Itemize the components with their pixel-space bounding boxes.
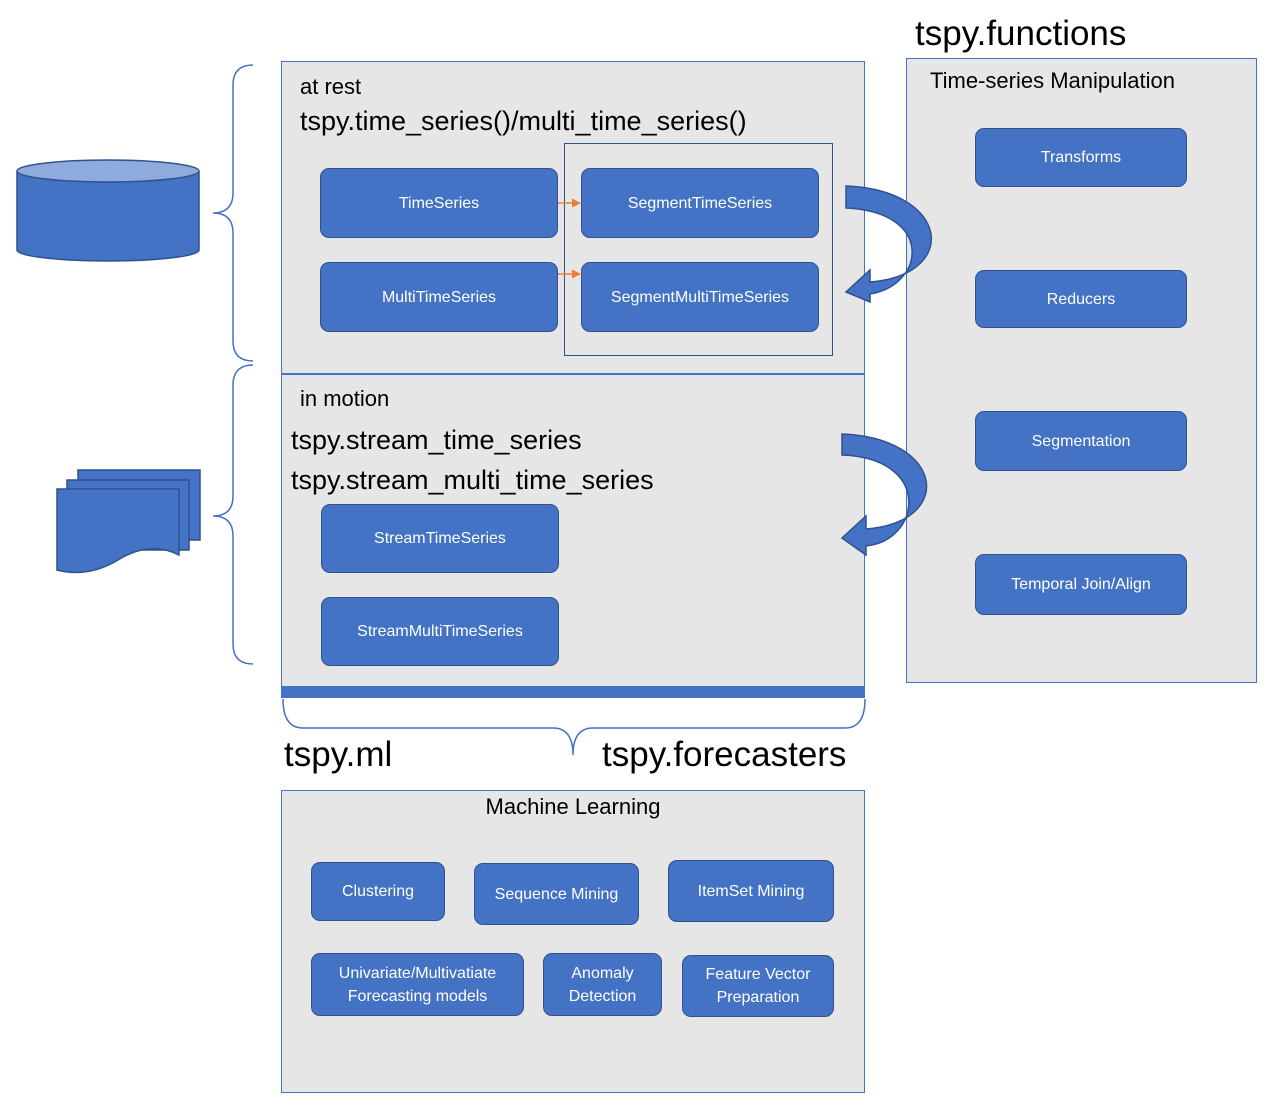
clustering-node: Clustering [311,862,445,921]
stream-api-label-2: tspy.stream_multi_time_series [291,465,654,495]
in-motion-heading: in motion [300,386,390,411]
reducers-node: Reducers [975,270,1187,328]
at-rest-heading: at rest [300,74,362,99]
in-motion-brace [212,364,254,665]
ml-module-label: tspy.ml [284,735,393,774]
ml-panel [281,790,865,1093]
at-rest-api-label: tspy.time_series()/multi_time_series() [300,106,747,136]
panel-bottom-bar [281,686,865,698]
segmentmultitimeseries-node: SegmentMultiTimeSeries [581,262,819,332]
multitimeseries-node: MultiTimeSeries [320,262,558,332]
forecasting-models-node: Univariate/Multivatiate Forecasting mode… [311,953,524,1016]
timeseries-panel [281,61,865,698]
segmentation-node: Segmentation [975,411,1187,471]
stream-api-label-1: tspy.stream_time_series [291,425,582,455]
stream-label: Stream [92,518,144,535]
segmenttimeseries-node: SegmentTimeSeries [581,168,819,238]
timeseries-node: TimeSeries [320,168,558,238]
temporal-join-align-node: Temporal Join/Align [975,554,1187,615]
feature-vector-preparation-node: Feature Vector Preparation [682,955,834,1017]
segment-group-box [564,143,833,356]
streammultitimeseries-node: StreamMultiTimeSeries [321,597,559,666]
sequence-mining-node: Sequence Mining [474,863,639,925]
anomaly-detection-node: Anomaly Detection [543,953,662,1016]
transforms-node: Transforms [975,128,1187,187]
ml-heading: Machine Learning [485,794,661,819]
functions-heading: Time-series Manipulation [930,68,1175,93]
functions-module-label: tspy.functions [915,14,1127,53]
datastore-label: DataStore [71,206,145,223]
forecasters-module-label: tspy.forecasters [602,735,847,774]
itemset-mining-node: ItemSet Mining [668,860,834,922]
streamtimeseries-node: StreamTimeSeries [321,504,559,573]
section-divider [282,373,864,375]
at-rest-brace [212,64,254,362]
